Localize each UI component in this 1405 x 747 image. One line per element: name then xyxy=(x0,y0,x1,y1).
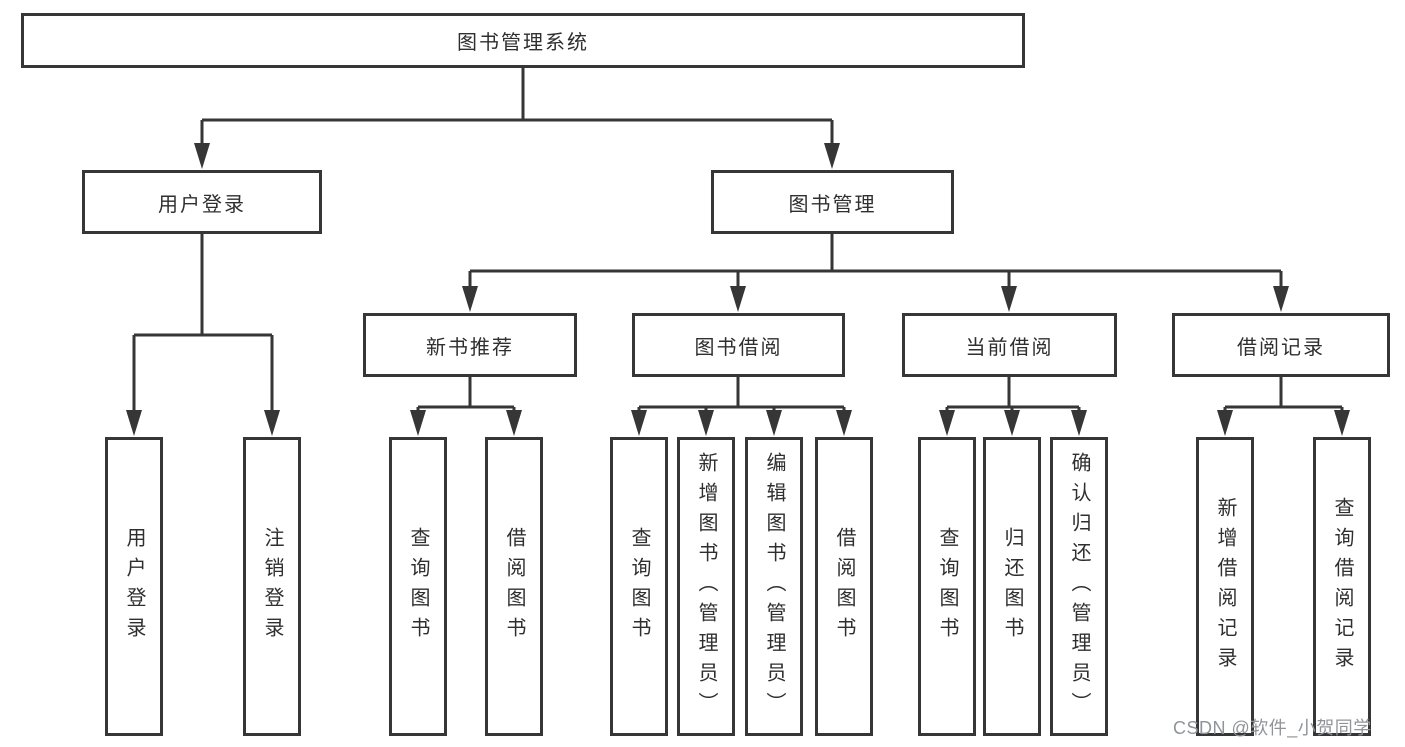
leaf-logout: 注销登录 xyxy=(243,437,301,736)
connector-root-to-level2 xyxy=(200,68,834,150)
arrowhead-icon xyxy=(506,410,522,436)
arrowhead-icon xyxy=(730,286,746,312)
arrowhead-icon xyxy=(836,410,852,436)
arrowhead-icon xyxy=(1217,410,1233,436)
node-current-borrowing: 当前借阅 xyxy=(902,313,1117,377)
connector-book-borrowing-to-leaves xyxy=(637,377,846,419)
leaf-user-login: 用户登录 xyxy=(105,437,163,736)
arrowhead-icon xyxy=(126,410,142,436)
arrowhead-icon xyxy=(1001,286,1017,312)
arrowhead-icon xyxy=(462,286,478,312)
arrowhead-icon xyxy=(1334,410,1350,436)
arrowhead-icon xyxy=(1004,410,1020,436)
leaf-query-books-current: 查询图书 xyxy=(918,437,976,736)
node-borrowing-records: 借阅记录 xyxy=(1172,313,1390,377)
arrowhead-icon xyxy=(766,410,782,436)
node-book-management: 图书管理 xyxy=(711,170,954,234)
leaf-add-borrow-record: 新增借阅记录 xyxy=(1196,437,1254,736)
leaf-borrow-books-borrowing: 借阅图书 xyxy=(815,437,873,736)
leaf-return-books: 归还图书 xyxy=(983,437,1041,736)
arrowhead-icon xyxy=(824,143,840,169)
leaf-query-books-recommend: 查询图书 xyxy=(389,437,447,736)
node-new-book-recommendation: 新书推荐 xyxy=(363,313,577,377)
leaf-confirm-return-admin: 确认归还（管理员） xyxy=(1050,437,1108,736)
node-user-login: 用户登录 xyxy=(82,170,322,234)
arrowhead-icon xyxy=(939,410,955,436)
arrowhead-icon xyxy=(194,143,210,169)
leaf-query-borrow-record: 查询借阅记录 xyxy=(1313,437,1371,736)
connector-user-login-to-leaves xyxy=(132,234,274,419)
connector-book-management-to-level3 xyxy=(468,234,1283,294)
connector-new-book-recommendation-to-leaves xyxy=(416,377,516,419)
arrowhead-icon xyxy=(264,410,280,436)
arrowheads xyxy=(126,143,1350,436)
arrowhead-icon xyxy=(631,410,647,436)
arrowhead-icon xyxy=(1273,286,1289,312)
leaf-query-books-borrowing: 查询图书 xyxy=(610,437,668,736)
node-library-system: 图书管理系统 xyxy=(21,13,1025,68)
leaf-add-books-admin: 新增图书（管理员） xyxy=(677,437,735,736)
watermark: CSDN @软件_小贺同学 xyxy=(1173,718,1372,738)
leaf-borrow-books-recommend: 借阅图书 xyxy=(485,437,543,736)
arrowhead-icon xyxy=(698,410,714,436)
leaf-edit-books-admin: 编辑图书（管理员） xyxy=(745,437,803,736)
connector-borrowing-records-to-leaves xyxy=(1223,377,1344,419)
arrowhead-icon xyxy=(410,410,426,436)
node-book-borrowing: 图书借阅 xyxy=(632,313,845,377)
arrowhead-icon xyxy=(1071,410,1087,436)
